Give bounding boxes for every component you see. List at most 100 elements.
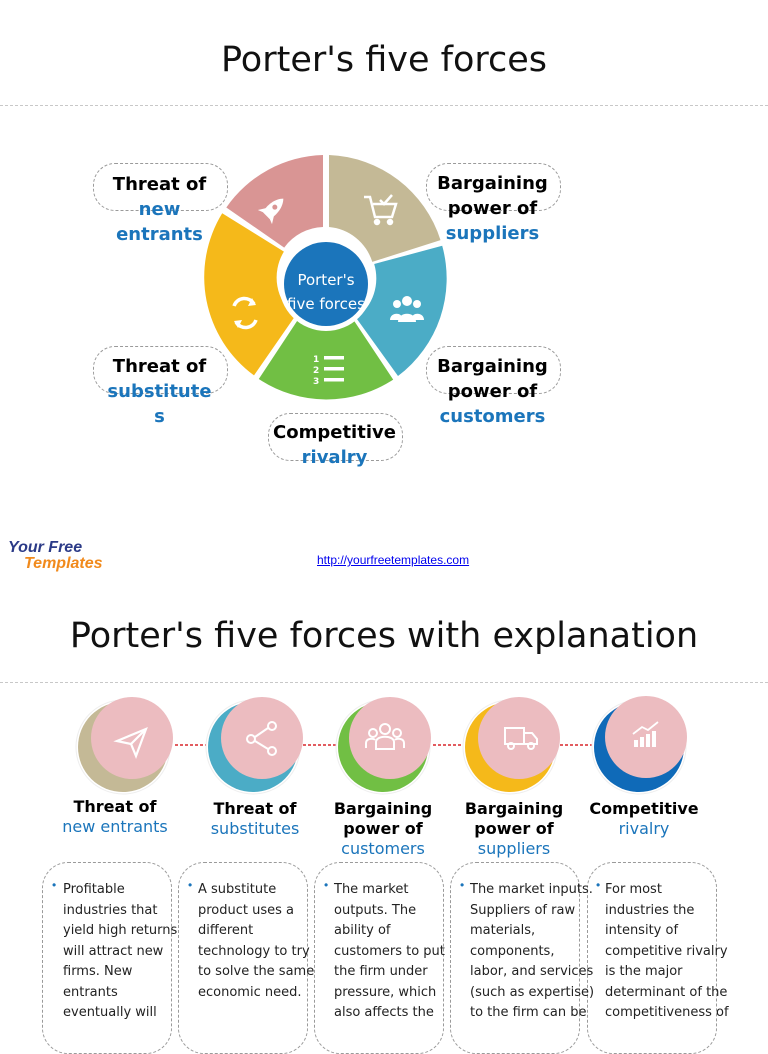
segment-customers: [356, 245, 447, 376]
truck-icon: [504, 727, 538, 750]
share-icon: [246, 721, 277, 756]
label-line: substitutes: [210, 819, 300, 838]
callout-rivalry: [268, 413, 403, 461]
card-line: competitive rivalry: [605, 943, 728, 959]
label-line: new entrants: [62, 817, 168, 836]
card-line: also affects the: [334, 1005, 434, 1020]
card-line: The market inputs.: [470, 882, 593, 897]
card-line: economic need.: [198, 984, 302, 1000]
card-line: entrants: [63, 984, 118, 1000]
five-forces-wheel: 1 2 3: [204, 155, 447, 400]
numbered-list-icon: 1 2 3: [313, 355, 344, 387]
callout-line: customers: [439, 406, 546, 427]
card-line: yield high returns: [63, 923, 178, 938]
bullet-icon: •: [596, 878, 601, 892]
callout-rivalry-text: Competitive rivalry: [268, 420, 401, 470]
group-icon: [390, 296, 424, 322]
card-line: materials,: [470, 923, 536, 938]
title-divider-2: [0, 682, 768, 683]
callout-line: s: [154, 406, 165, 427]
card-substitutes: [178, 862, 308, 1054]
group-icon: [365, 723, 405, 750]
callout-line: new: [138, 199, 181, 220]
callout-line: power of: [447, 198, 538, 219]
label-line: suppliers: [477, 839, 551, 858]
callout-substitutes-text: Threat of substitute s: [93, 354, 226, 429]
label-line: Bargaining: [333, 799, 433, 818]
bar-chart-icon: [632, 721, 659, 747]
card-line: For most: [605, 882, 662, 897]
label-line: Bargaining: [464, 799, 564, 818]
card-line: industries that: [63, 902, 158, 918]
card-line: A substitute: [198, 882, 277, 897]
label-line: power of: [474, 819, 554, 838]
shopping-cart-icon: [364, 194, 398, 226]
card-new-entrants: [42, 862, 172, 1054]
card-line: product uses a: [198, 902, 295, 918]
bullet-icon: •: [188, 878, 193, 892]
card-line: is the major: [605, 964, 683, 979]
card-line: different: [198, 923, 254, 938]
label-line: rivalry: [618, 819, 670, 838]
wheel-center-label: Porter's five forces: [283, 268, 369, 316]
callout-substitutes: [93, 346, 228, 394]
paper-plane-icon: [113, 727, 148, 760]
label-substitutes: Threat of substitutes: [195, 799, 315, 839]
callout-line: substitute: [107, 381, 212, 402]
circle-suppliers: [462, 697, 560, 795]
logo-line1: Your Free: [8, 539, 83, 556]
label-line: customers: [341, 839, 425, 858]
callout-new-entrants-text: Threat of new entrants: [93, 172, 226, 247]
card-line: outputs. The: [334, 902, 417, 918]
card-line: intensity of: [605, 923, 679, 938]
label-line: Threat of: [73, 797, 157, 816]
slide1-title: Porter's five forces: [220, 40, 548, 80]
label-line: Threat of: [213, 799, 297, 818]
card-text-substitutes: A substitute product uses a different te…: [198, 880, 314, 1003]
callout-line: rivalry: [301, 447, 368, 468]
rocket-icon: [257, 198, 284, 225]
card-line: the firm under: [334, 964, 428, 979]
callout-suppliers: [426, 163, 561, 211]
bullet-icon: •: [460, 878, 465, 892]
card-customers: [314, 862, 444, 1054]
card-line: Suppliers of raw: [470, 902, 576, 918]
callout-line: Competitive: [273, 422, 396, 443]
card-line: eventually will: [63, 1005, 157, 1020]
label-suppliers: Bargaining power of suppliers: [454, 799, 574, 859]
svg-text:2: 2: [313, 366, 319, 376]
title-divider: [0, 105, 768, 106]
card-text-new-entrants: Profitable industries that yield high re…: [63, 880, 177, 1024]
slide2-title: Porter's five forces with explanation: [69, 616, 699, 656]
logo-line2: Templates: [24, 555, 103, 572]
label-line: Competitive: [589, 799, 699, 818]
label-new-entrants: Threat of new entrants: [55, 797, 175, 837]
callout-customers-text: Bargaining power of customers: [426, 354, 559, 429]
card-line: firms. New: [63, 964, 133, 979]
bullet-icon: •: [324, 878, 329, 892]
callout-line: entrants: [116, 224, 203, 245]
label-customers: Bargaining power of customers: [323, 799, 443, 859]
segment-suppliers: [329, 155, 441, 262]
card-line: technology to try: [198, 943, 310, 959]
explanation-circles: [75, 696, 687, 795]
circle-new-entrants: [75, 697, 173, 795]
center-line1: Porter's: [297, 271, 355, 289]
card-line: will attract new: [63, 943, 164, 959]
callout-line: suppliers: [445, 223, 540, 244]
label-line: power of: [343, 819, 423, 838]
card-text-customers: The market outputs. The ability of custo…: [334, 880, 445, 1024]
refresh-icon: [232, 296, 258, 330]
card-line: industries the: [605, 902, 695, 918]
card-line: customers to put: [334, 943, 445, 959]
card-line: (such as expertise): [470, 984, 595, 1000]
circle-rivalry: [591, 696, 687, 795]
label-rivalry: Competitive rivalry: [584, 799, 704, 839]
card-line: components,: [470, 943, 555, 959]
card-line: labor, and services: [470, 964, 594, 979]
callout-line: Threat of: [112, 356, 207, 377]
bullet-icon: •: [52, 878, 57, 892]
website-link[interactable]: http://yourfreetemplates.com: [317, 553, 470, 567]
card-text-rivalry: For most industries the intensity of com…: [605, 880, 729, 1024]
svg-text:3: 3: [313, 377, 319, 387]
